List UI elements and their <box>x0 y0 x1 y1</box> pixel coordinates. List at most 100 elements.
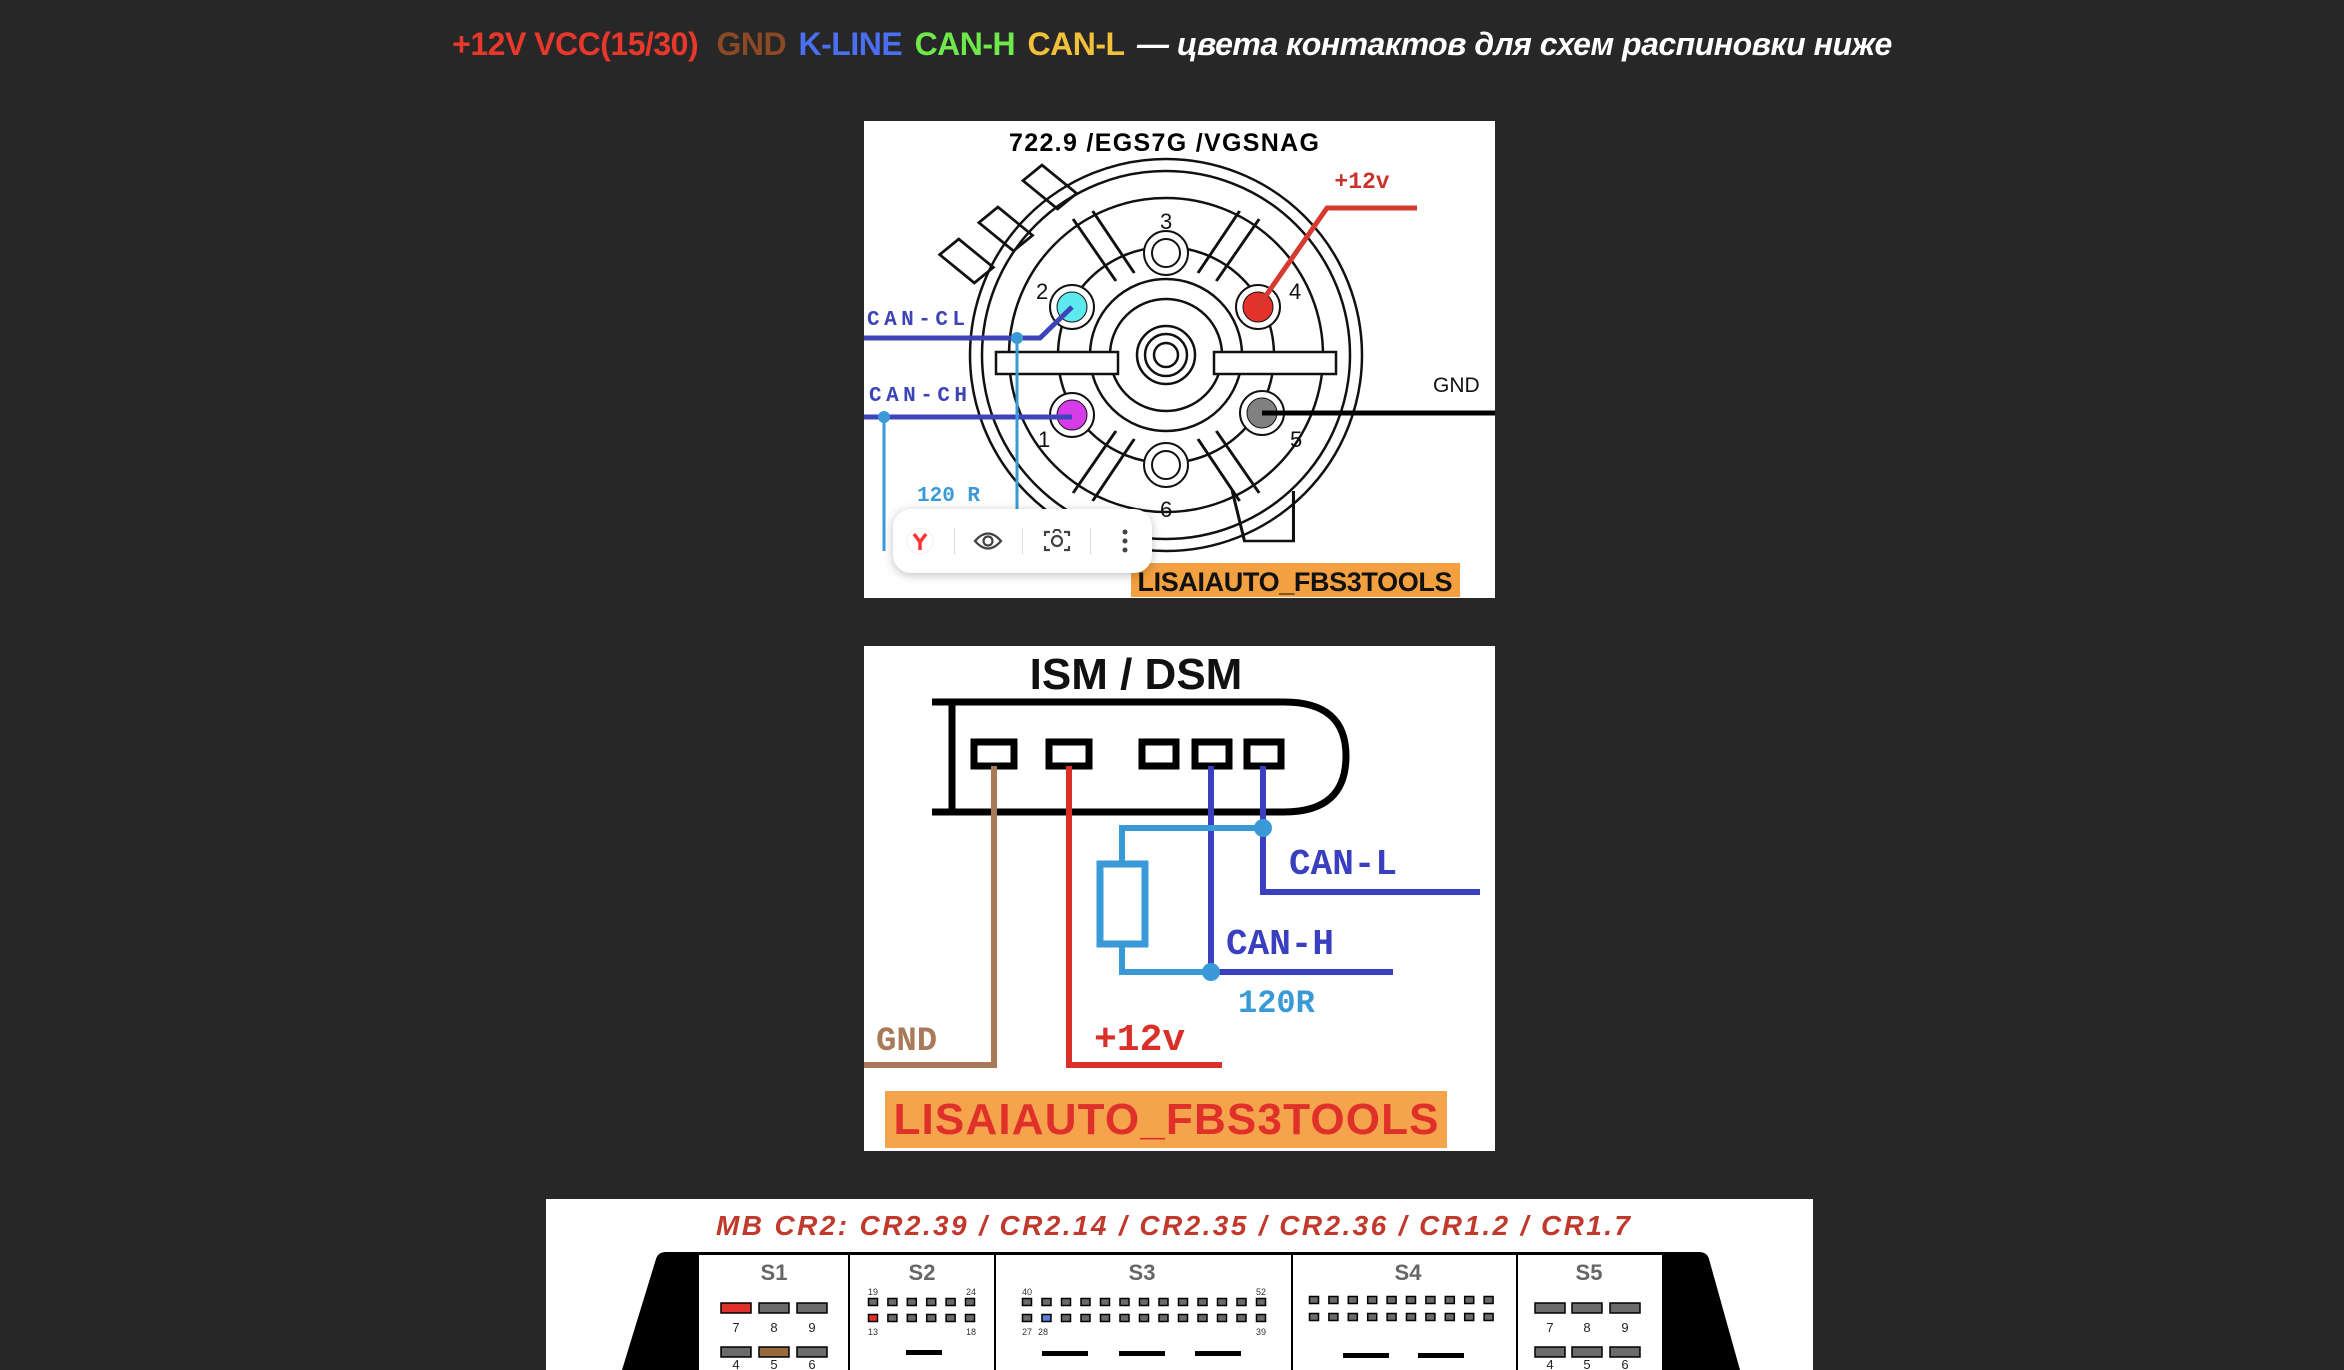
can-l-wire <box>1260 766 1480 895</box>
connector-pin <box>1138 1297 1150 1307</box>
watermark: LISAIAUTO_FBS3TOOLS <box>894 1095 1439 1144</box>
connector-pin <box>1138 1313 1150 1323</box>
image-hover-toolbar <box>893 509 1152 573</box>
yandex-button[interactable] <box>900 521 940 561</box>
section-s5: S5 <box>1576 1260 1603 1285</box>
connector-pin <box>1571 1302 1603 1314</box>
watermark-bg <box>885 1091 1447 1148</box>
connector-pin <box>720 1346 752 1358</box>
connector-pin <box>1099 1313 1111 1323</box>
connector-pin <box>758 1302 790 1314</box>
pin-number: 27 <box>1022 1327 1032 1337</box>
pin-number: 5 <box>1583 1357 1590 1370</box>
yandex-icon <box>906 527 934 555</box>
pin-number: 24 <box>966 1287 976 1297</box>
divider <box>1021 528 1023 554</box>
connector-pin <box>1080 1313 1091 1323</box>
pin-number: 52 <box>1256 1287 1266 1297</box>
connector-pin <box>1021 1297 1033 1307</box>
legend-12v: +12V VCC(15/30) <box>452 26 699 62</box>
pin-label-6: 6 <box>1160 497 1172 522</box>
can-cl-label: CAN-CL <box>867 309 965 332</box>
connector-pin <box>1308 1295 1320 1305</box>
connector-face <box>699 1255 1662 1370</box>
pin-grid <box>720 1295 1641 1358</box>
section-s1: S1 <box>761 1260 788 1285</box>
connector-pin <box>1609 1302 1641 1314</box>
more-button[interactable] <box>1105 521 1145 561</box>
pin-number: 9 <box>1621 1320 1628 1335</box>
pin-number: 7 <box>732 1320 739 1335</box>
mb-cr2-connector-diagram: MB CR2: CR2.39 / CR2.14 / CR2.35 / CR2.3… <box>546 1199 1813 1370</box>
pin-label-2: 2 <box>1036 279 1048 304</box>
connector-pin <box>1119 1313 1130 1323</box>
connector-pin <box>906 1313 918 1323</box>
connector-pin <box>1255 1297 1267 1307</box>
legend-description: — цвета контактов для схем распиновки ни… <box>1136 26 1892 62</box>
pin-label-5: 5 <box>1290 427 1302 452</box>
resistor-wire <box>1119 825 1263 975</box>
can-ch-label: CAN-CH <box>869 385 967 408</box>
connector-pin <box>1060 1313 1072 1323</box>
connector-pin <box>1534 1346 1566 1358</box>
resistor <box>1096 860 1149 948</box>
more-vertical-icon <box>1122 529 1128 553</box>
section-s3: S3 <box>1129 1260 1156 1285</box>
pin-number: 4 <box>732 1357 739 1370</box>
connector-pin <box>1197 1313 1208 1323</box>
pin-number: 9 <box>808 1320 815 1335</box>
connector-pin <box>1463 1295 1475 1305</box>
connector-pin <box>1366 1312 1378 1322</box>
connector-pin <box>1236 1297 1247 1307</box>
connector-pin <box>1021 1313 1033 1323</box>
connector-pin <box>1444 1312 1456 1322</box>
connector-pin <box>1041 1297 1052 1307</box>
screenshot-search-button[interactable] <box>1037 521 1077 561</box>
section-s4: S4 <box>1395 1260 1423 1285</box>
can-l-label: CAN-L <box>1289 844 1397 885</box>
connector-pin <box>1534 1302 1566 1314</box>
connector-body <box>937 157 1364 553</box>
divider <box>953 528 955 554</box>
connector-pin <box>1158 1313 1169 1323</box>
camera-icon <box>1043 529 1070 552</box>
resistor-label: 120R <box>1238 985 1316 1022</box>
pin-number: 13 <box>868 1327 878 1337</box>
divider <box>1090 528 1092 554</box>
legend-canh: CAN-H <box>914 26 1016 62</box>
connector-pin <box>1177 1313 1189 1323</box>
pin-number: 4 <box>1546 1357 1553 1370</box>
connector-pin <box>1483 1312 1494 1322</box>
ism-dsm-connector-diagram: ISM / DSM CAN-L CAN-H 120R GND +12v LISA… <box>864 646 1495 1151</box>
diagram-title: ISM / DSM <box>1030 650 1243 699</box>
pin-number: 39 <box>1256 1327 1266 1337</box>
connector-pin <box>1216 1297 1228 1307</box>
pin-number: 8 <box>1583 1320 1590 1335</box>
connector-pin <box>925 1297 937 1307</box>
egs-connector-drawing: 722.9 /EGS7G /VGSNAG <box>864 129 1495 597</box>
connector-pin <box>720 1302 752 1314</box>
connector-pin <box>1425 1295 1436 1305</box>
connector-pin <box>1347 1312 1359 1322</box>
pin-label-1: 1 <box>1038 427 1050 452</box>
connector-pin <box>1347 1295 1359 1305</box>
connector-pin <box>796 1302 828 1314</box>
watermark: LISAIAUTO_FBS3TOOLS <box>1138 567 1453 597</box>
pin-number: 6 <box>808 1357 815 1370</box>
resistor-wires <box>882 338 1019 551</box>
connector-pin <box>945 1313 956 1323</box>
connector-pin <box>1197 1297 1208 1307</box>
pin-number: 19 <box>868 1287 878 1297</box>
resistor-label: 120 R <box>917 485 980 508</box>
connector-outline <box>932 698 1350 816</box>
connector-pin <box>1041 1313 1052 1323</box>
connector-pin <box>1080 1297 1091 1307</box>
legend-kline: K-LINE <box>798 26 903 62</box>
pin-number: 28 <box>1038 1327 1048 1337</box>
ism-dsm-drawing: ISM / DSM CAN-L CAN-H 120R GND +12v LISA… <box>864 650 1480 1148</box>
view-button[interactable] <box>968 521 1008 561</box>
key-bars <box>906 1350 1464 1358</box>
connector-pin <box>1236 1313 1247 1323</box>
gnd-wire <box>864 766 997 1068</box>
connector-pin <box>1255 1313 1267 1323</box>
